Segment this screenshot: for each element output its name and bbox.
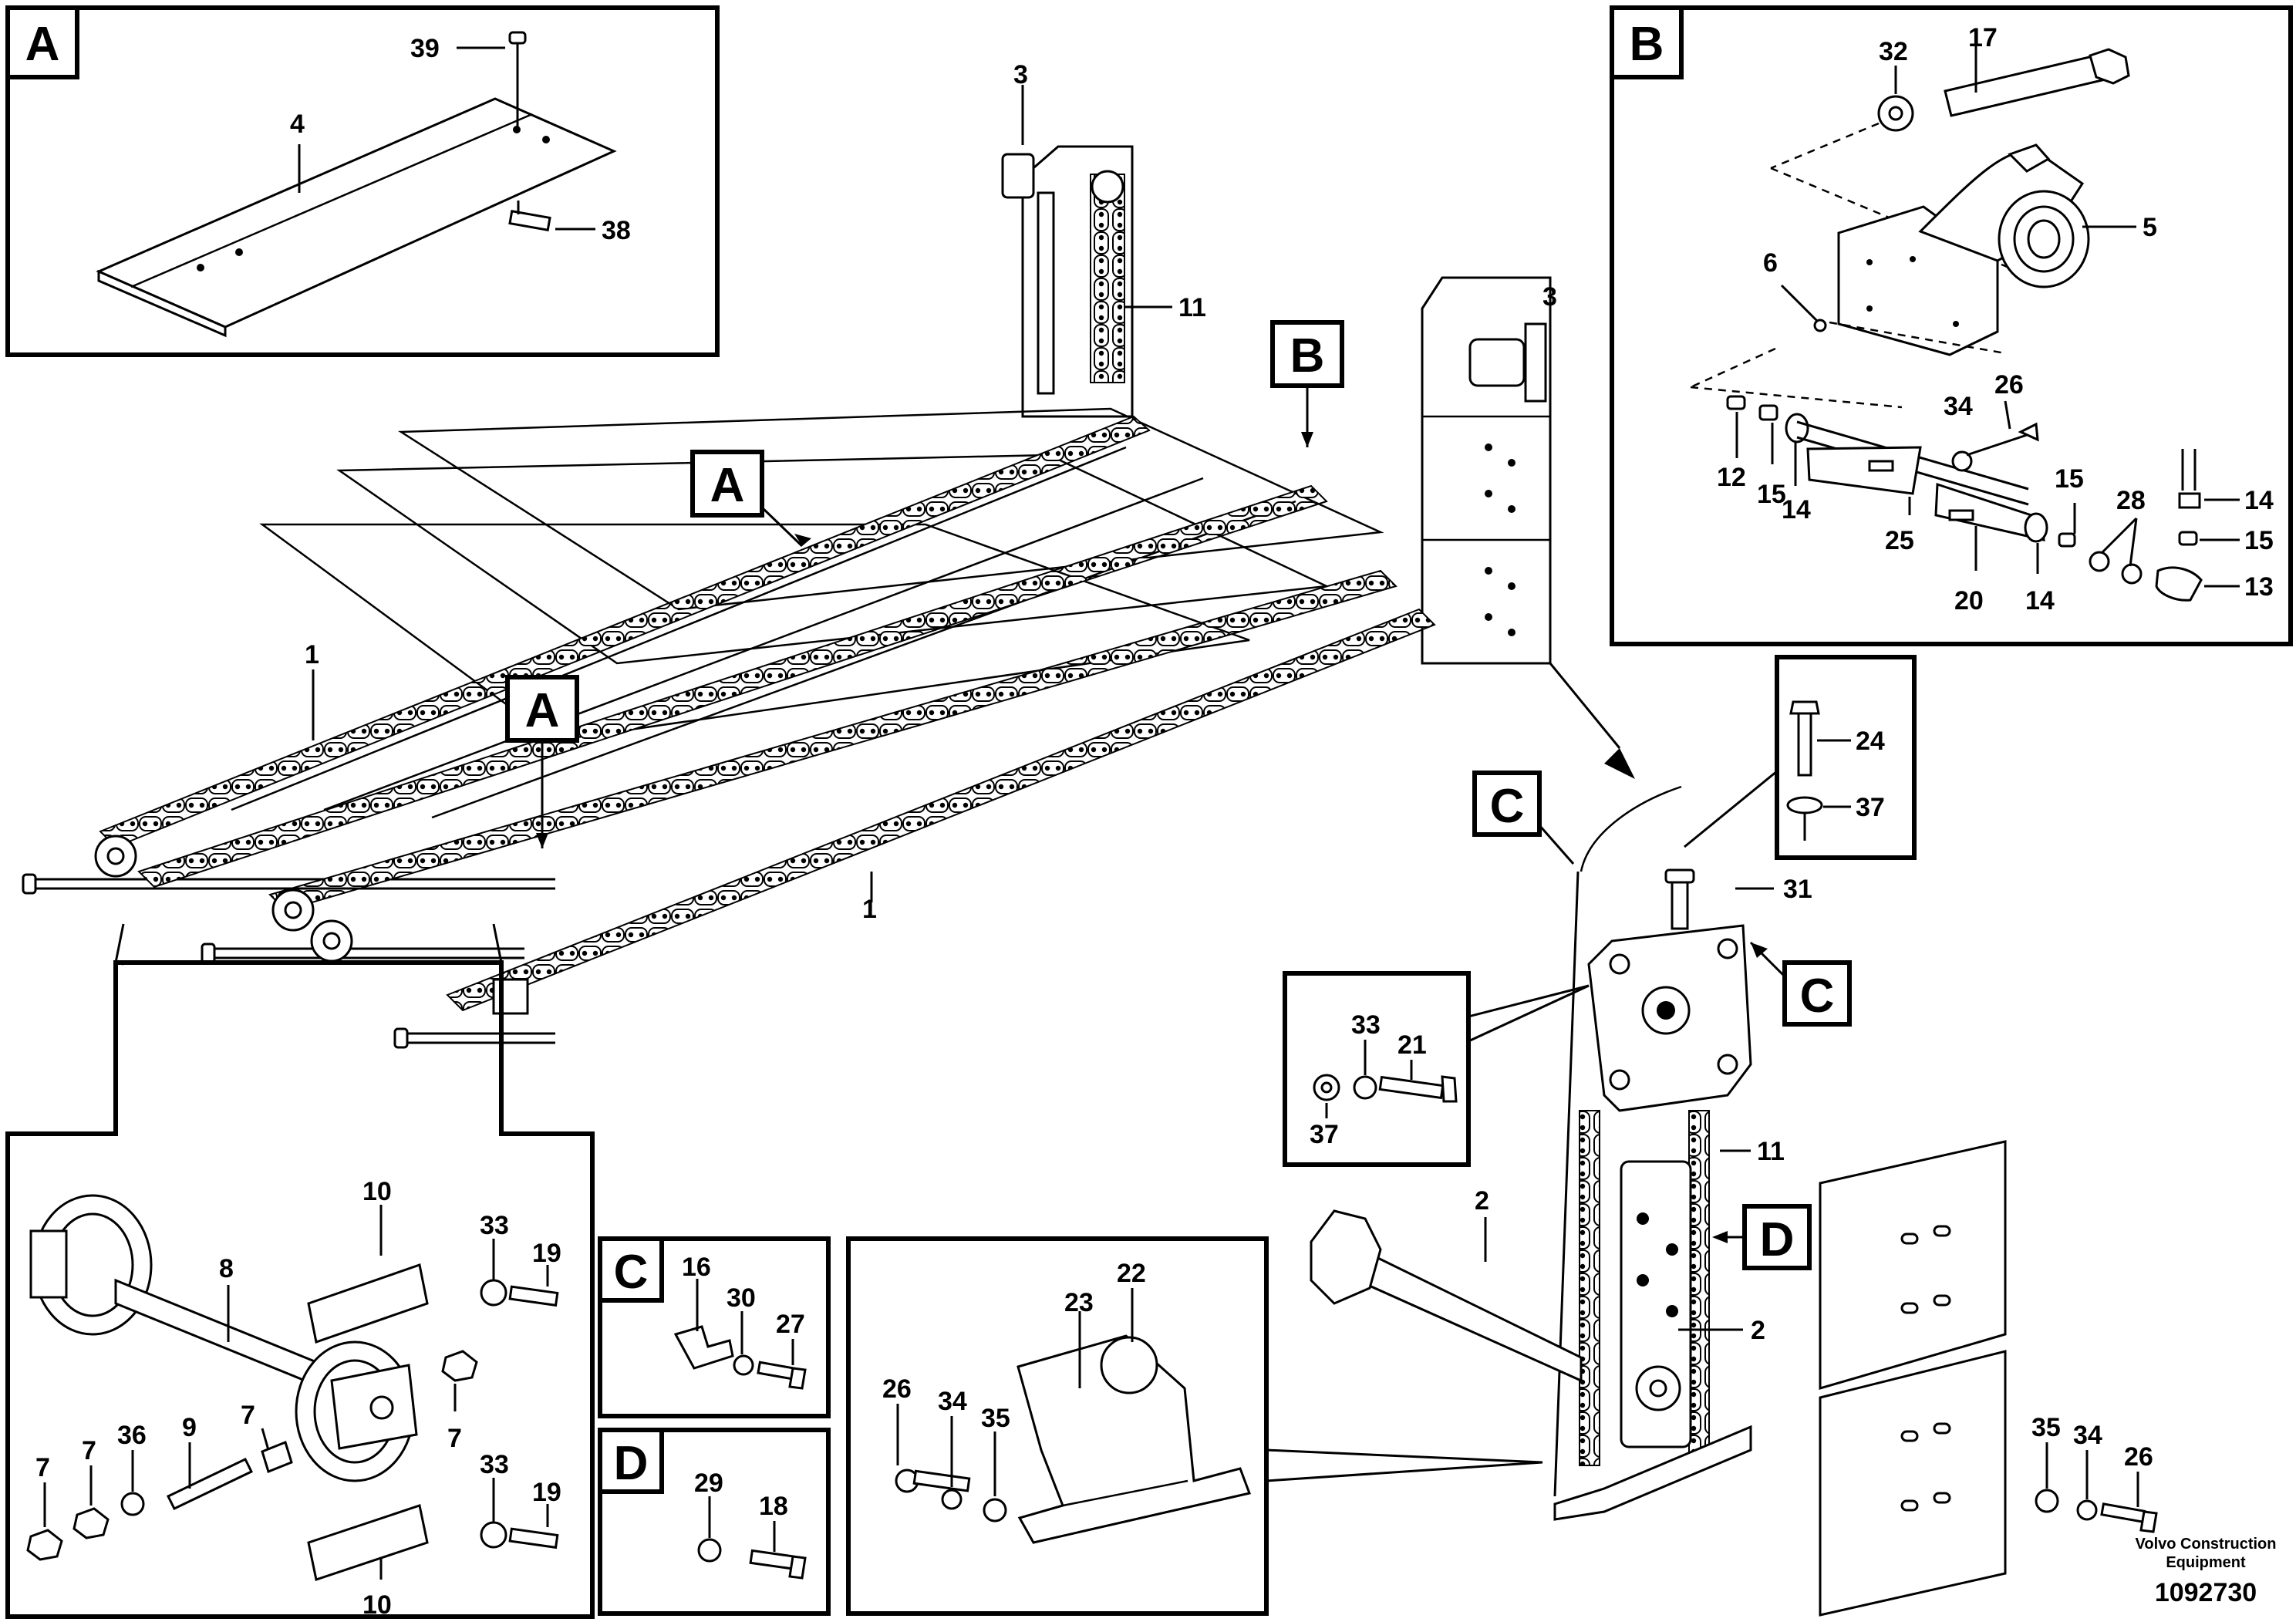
label-19-b: 19 [532,1478,561,1507]
label-33-c: 33 [480,1450,509,1479]
label-31: 31 [1783,875,1812,904]
label-10-a: 10 [362,1177,392,1206]
callout-a-upper: A [710,459,745,512]
label-37-a: 37 [1856,793,1885,822]
label-25: 25 [1885,526,1914,555]
label-7-b: 7 [241,1401,255,1430]
main-conveyor-assembly: 1 1 3 3 11 A A B [22,60,1635,1049]
detail-box-a: A 38 39 4 [5,5,720,357]
label-18: 18 [759,1492,788,1521]
label-15-b: 15 [2055,464,2084,494]
label-3-b: 3 [1542,282,1557,312]
label-11-b: 11 [1757,1137,1785,1166]
label-12: 12 [1717,463,1746,492]
label-32: 32 [1879,37,1908,66]
label-26-c: 26 [2124,1442,2153,1472]
label-1-a: 1 [305,640,319,669]
label-26-b: 26 [1994,370,2024,400]
bearing-bracket [1017,1334,1252,1544]
label-38: 38 [602,216,631,245]
label-1-b: 1 [862,895,877,924]
label-34-b: 34 [1944,392,1973,421]
detail-box-bolt-21: 33 21 37 [1283,971,1590,1167]
callout-b: B [1290,329,1325,383]
label-2-b: 2 [1751,1316,1765,1345]
label-10-b: 10 [362,1590,392,1620]
detail-box-bracket: 26 34 35 23 22 [846,1236,1543,1616]
detail-box-c: C 16 30 27 [598,1236,831,1418]
label-33-a: 33 [1351,1010,1381,1040]
label-34-c: 34 [2073,1421,2102,1450]
detail-a-letter: A [25,18,60,71]
callout-c-upper: C [1490,780,1525,833]
label-8: 8 [219,1254,234,1283]
callout-a-lower: A [525,684,560,737]
label-14-b: 14 [2025,586,2055,615]
label-22: 22 [1117,1259,1146,1288]
label-7-d: 7 [82,1436,96,1465]
detail-box-d: D 29 18 [598,1428,831,1616]
label-14-a: 14 [1782,495,1811,524]
side-plates: 35 34 26 [1819,1140,2158,1617]
label-7-a: 7 [447,1424,462,1453]
label-21: 21 [1397,1030,1427,1060]
callout-d: D [1760,1213,1795,1266]
wear-plate [96,97,617,329]
drawing-number: 1092730 [2155,1578,2257,1607]
label-24: 24 [1856,727,1885,756]
label-39: 39 [410,34,440,63]
label-33-b: 33 [480,1211,509,1240]
detail-d-letter: D [614,1437,649,1490]
drive-tower-assembly: C 2 2 11 31 C D [1310,771,1852,1521]
detail-b-letter: B [1630,18,1664,71]
label-30: 30 [727,1283,756,1313]
title-block: Volvo Construction Equipment 1092730 [2136,1536,2277,1607]
label-36: 36 [117,1421,147,1450]
label-15-a: 15 [1757,480,1786,509]
label-35-a: 35 [981,1404,1010,1433]
label-26-a: 26 [882,1374,912,1404]
label-9: 9 [182,1413,197,1442]
label-14-c: 14 [2244,486,2274,515]
label-34-a: 34 [938,1387,967,1416]
label-37-b: 37 [1310,1120,1339,1149]
label-27: 27 [776,1310,805,1339]
label-29: 29 [694,1469,723,1498]
detail-c-letter: C [614,1246,649,1299]
detail-box-idler: 10 10 8 33 19 33 19 7 7 7 7 36 9 [5,923,595,1620]
conveyor-chain-4 [446,608,1436,1012]
label-15-c: 15 [2244,526,2274,555]
label-3-a: 3 [1013,60,1028,89]
label-13: 13 [2244,572,2274,602]
label-16: 16 [682,1253,711,1282]
label-5: 5 [2143,213,2157,242]
label-28: 28 [2116,486,2146,515]
label-11-a: 11 [1178,293,1206,322]
label-6: 6 [1763,248,1778,278]
label-4: 4 [290,110,305,139]
callout-c-lower: C [1800,969,1835,1023]
detail-box-bolt-24: 24 37 [1684,655,1917,860]
label-23: 23 [1064,1288,1094,1317]
label-2-a: 2 [1475,1186,1489,1216]
brand-line-2: Equipment [2166,1554,2246,1571]
label-35-b: 35 [2031,1413,2061,1442]
conveyor-chain-2 [137,484,1328,889]
detail-box-b: B 32 17 5 6 [1610,5,2293,646]
brand-line-1: Volvo Construction [2136,1536,2277,1553]
label-20: 20 [1954,586,1984,615]
label-17: 17 [1968,23,1998,52]
label-19-a: 19 [532,1239,561,1268]
label-7-c: 7 [35,1453,50,1482]
